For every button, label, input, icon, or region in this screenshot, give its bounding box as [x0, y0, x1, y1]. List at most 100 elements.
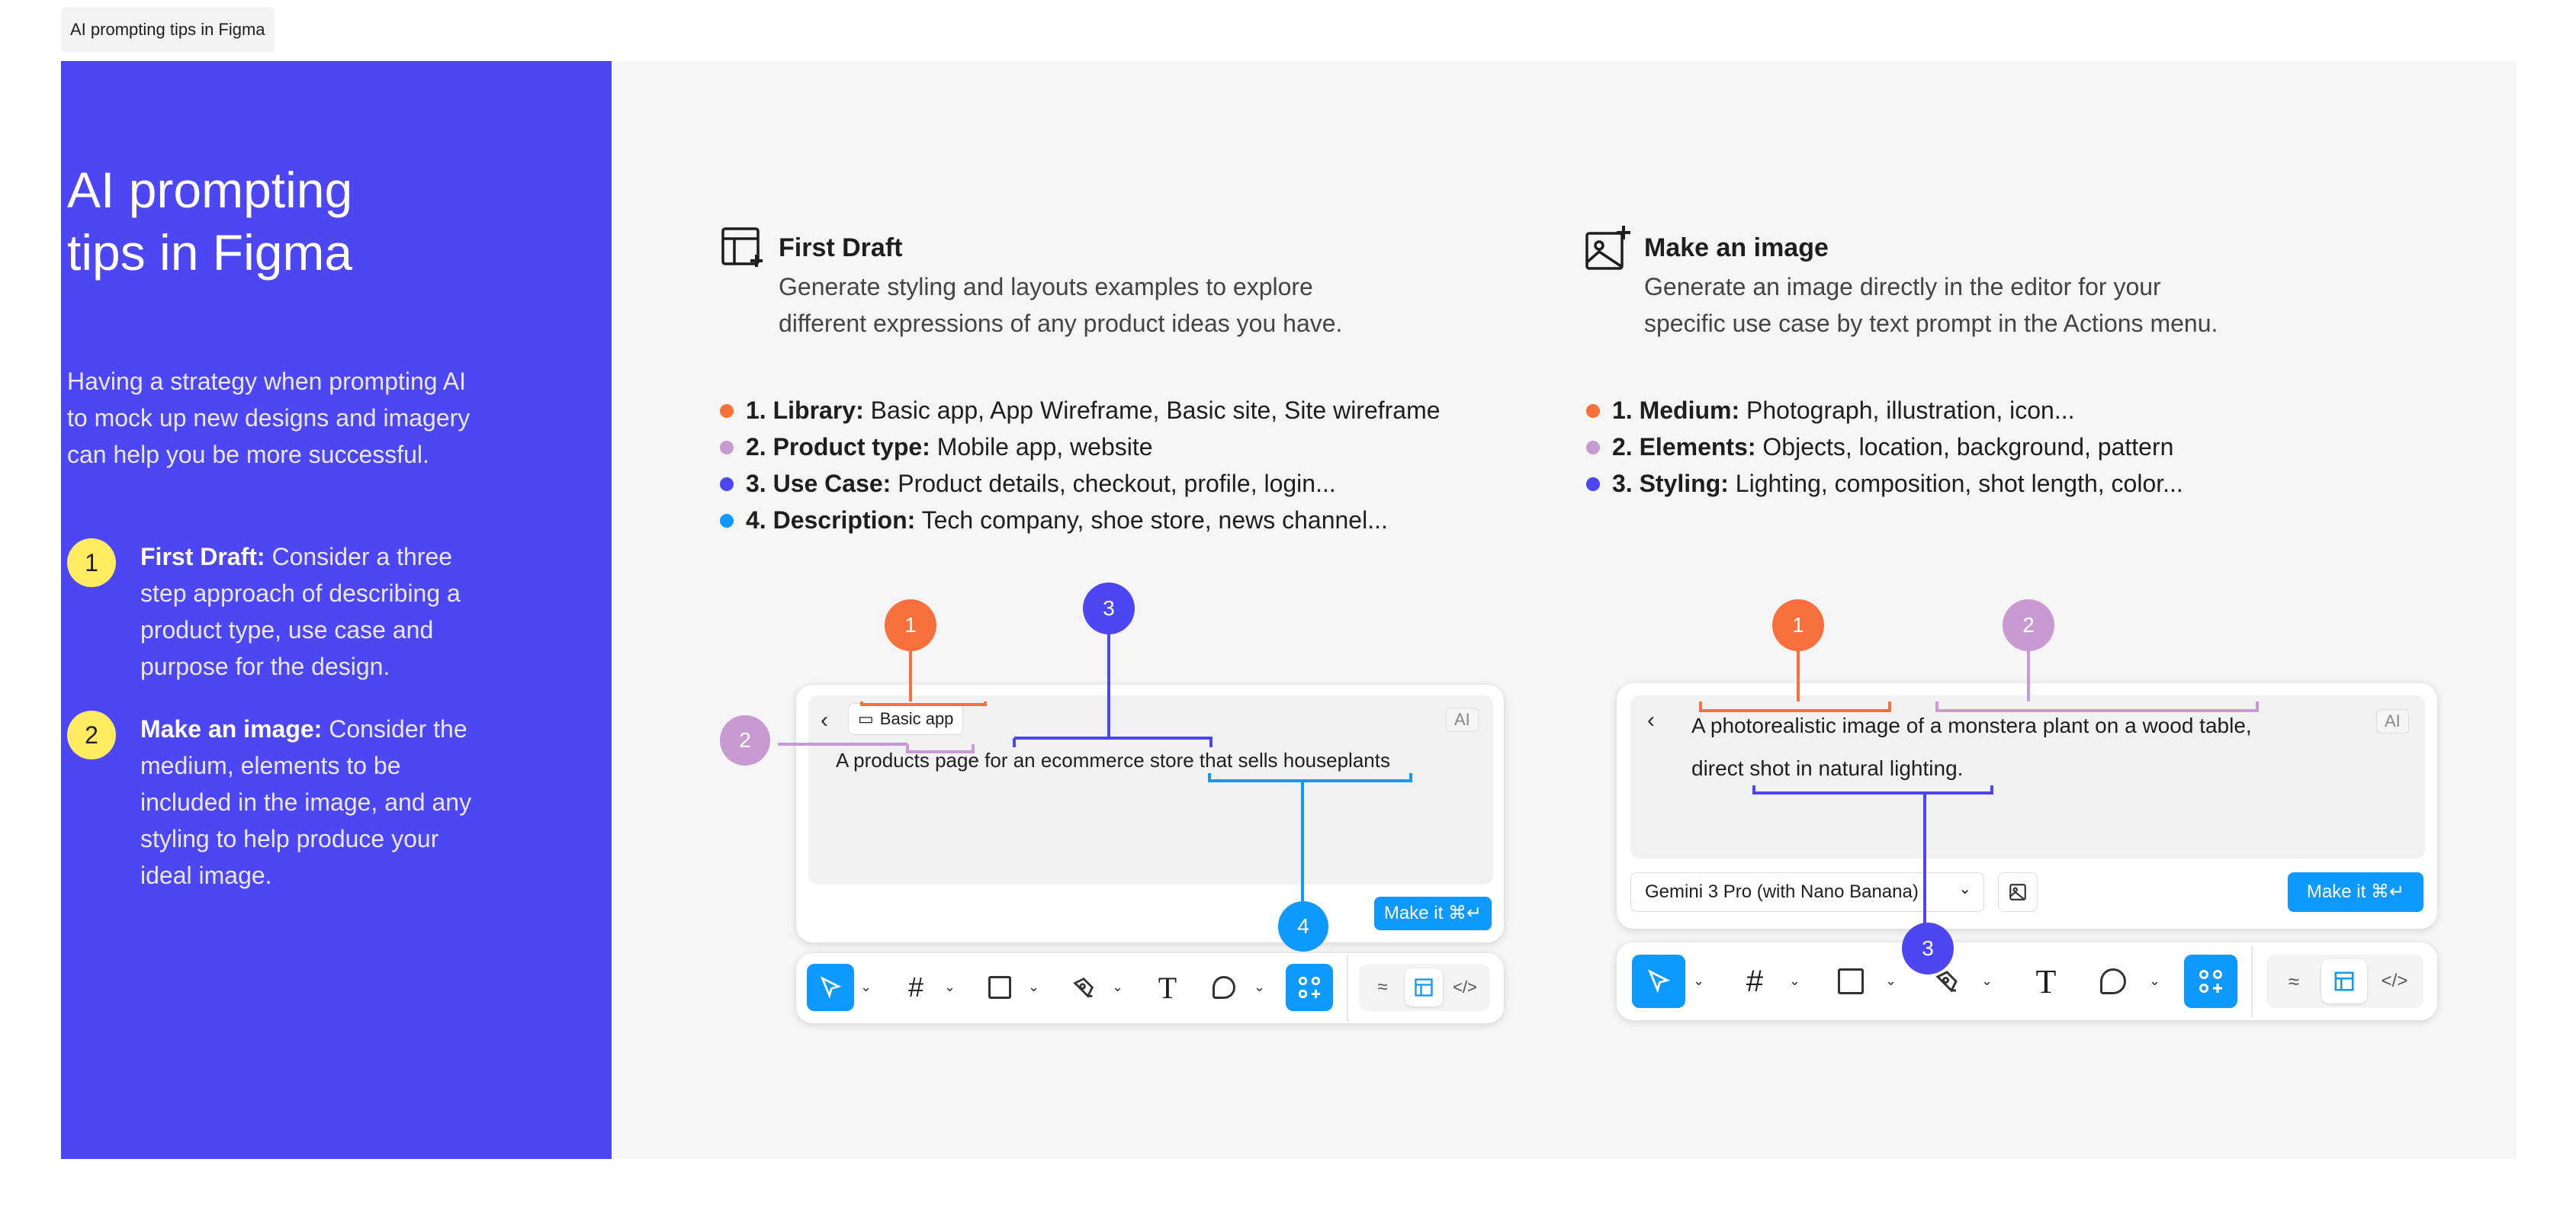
annotation-badge-2: 2 — [720, 715, 770, 766]
pen-icon — [1073, 977, 1094, 998]
step-make-image: 2 Make an image: Consider the medium, el… — [67, 711, 494, 889]
cursor-icon — [1647, 969, 1671, 994]
chevron-down-icon[interactable]: ⌄ — [1254, 979, 1266, 994]
annotation-badge-3: 3 — [1902, 923, 1954, 974]
prompt-area[interactable] — [1630, 695, 2425, 859]
pen-tool[interactable] — [1920, 955, 1974, 1008]
dev-mode[interactable]: </> — [2372, 959, 2417, 1003]
step-number: 1 — [67, 538, 116, 587]
move-tool[interactable] — [807, 964, 854, 1011]
make-it-button[interactable]: Make it ⌘↵ — [1374, 897, 1492, 930]
pen-tool[interactable] — [1060, 964, 1107, 1011]
actions-icon — [2199, 970, 2222, 993]
draw-mode[interactable]: ≈ — [2271, 959, 2317, 1003]
annotation-badge-4: 4 — [1278, 901, 1328, 952]
first-draft-list: 1. Library: Basic app, App Wireframe, Ba… — [720, 392, 1441, 538]
dev-mode[interactable]: </> — [1446, 968, 1484, 1006]
chevron-down-icon[interactable]: ⌄ — [1112, 979, 1124, 994]
comment-icon — [2100, 968, 2126, 994]
list-item: 3. Use Case: Product details, checkout, … — [720, 465, 1441, 502]
prompt-text[interactable]: A photorealistic image of a monstera pla… — [1691, 714, 2252, 780]
text-icon: T — [1158, 970, 1177, 1005]
chevron-down-icon[interactable]: ⌄ — [1028, 979, 1040, 994]
design-mode-icon — [2334, 971, 2354, 991]
title-line-1: AI prompting — [67, 162, 353, 218]
text-icon: T — [2035, 962, 2057, 1000]
step-text: First Draft: Consider a three step appro… — [140, 543, 461, 680]
code-icon: </> — [1453, 978, 1477, 997]
make-it-button[interactable]: Make it ⌘↵ — [2288, 872, 2423, 912]
make-image-list: 1. Medium: Photograph, illustration, ico… — [1586, 392, 2183, 502]
comment-tool[interactable] — [1200, 964, 1248, 1011]
section-desc-first-draft: Generate styling and layouts examples to… — [779, 273, 1343, 337]
design-mode[interactable] — [2321, 959, 2367, 1003]
section-desc-make-image: Generate an image directly in the editor… — [1644, 273, 2218, 337]
toolbar-divider — [2251, 946, 2253, 1017]
chevron-down-icon[interactable]: ⌄ — [1981, 973, 1993, 988]
comment-icon — [1213, 976, 1235, 999]
rectangle-icon — [1838, 968, 1864, 994]
chevron-down-icon[interactable]: ⌄ — [860, 979, 872, 994]
back-chevron-icon[interactable]: ‹ — [1647, 708, 1655, 733]
annotation-badge-3: 3 — [1083, 583, 1135, 634]
frame-tool[interactable]: # — [1728, 955, 1781, 1008]
scribble-icon: ≈ — [2288, 969, 2300, 993]
actions-tool[interactable] — [1286, 964, 1333, 1011]
chevron-down-icon[interactable]: ⌄ — [1885, 973, 1897, 988]
actions-icon — [1298, 976, 1321, 999]
step-text: Make an image: Consider the medium, elem… — [140, 715, 472, 889]
annotation-badge-1: 1 — [885, 599, 936, 651]
first-draft-annotations — [778, 625, 1412, 924]
image-sparkle-icon — [1584, 226, 1630, 271]
toolbar-divider — [1347, 955, 1348, 1022]
scribble-icon: ≈ — [1377, 977, 1388, 997]
shape-tool[interactable] — [1824, 955, 1877, 1008]
list-item: 1. Library: Basic app, App Wireframe, Ba… — [720, 392, 1441, 429]
hash-frame-icon: # — [1746, 964, 1764, 998]
design-mode[interactable] — [1405, 968, 1443, 1006]
chevron-down-icon[interactable]: ⌄ — [2149, 973, 2161, 988]
chevron-down-icon[interactable]: ⌄ — [1789, 973, 1801, 988]
frame-tool[interactable]: # — [892, 964, 940, 1011]
step-number: 2 — [67, 711, 116, 759]
image-reference-button[interactable] — [1998, 872, 2038, 912]
chevron-down-icon: ⌄ — [1958, 881, 1971, 897]
file-tab[interactable]: AI prompting tips in Figma — [61, 8, 275, 52]
shape-tool[interactable] — [976, 964, 1023, 1011]
make-image-annotations — [1699, 625, 2259, 938]
actions-tool[interactable] — [2184, 955, 2237, 1008]
rectangle-icon — [988, 976, 1011, 999]
image-icon — [2009, 884, 2026, 901]
chevron-down-icon[interactable]: ⌄ — [944, 979, 956, 994]
sidebar — [61, 61, 612, 1159]
list-item: 3. Styling: Lighting, composition, shot … — [1586, 465, 2183, 502]
annotation-badge-1: 1 — [1772, 599, 1824, 651]
list-item: 2. Product type: Mobile app, website — [720, 429, 1441, 465]
layout-sparkle-icon — [720, 226, 766, 271]
title-line-2: tips in Figma — [67, 224, 353, 281]
design-mode-icon — [1415, 978, 1433, 997]
step-first-draft: 1 First Draft: Consider a three step app… — [67, 538, 494, 691]
ai-badge: AI — [2376, 709, 2409, 734]
text-tool[interactable]: T — [2019, 955, 2073, 1008]
hash-frame-icon: # — [907, 971, 924, 1003]
draw-mode[interactable]: ≈ — [1363, 968, 1402, 1006]
ai-badge: AI — [1446, 708, 1479, 732]
section-title-make-image: Make an image — [1644, 233, 1829, 262]
back-chevron-icon[interactable]: ‹ — [821, 708, 828, 733]
list-item: 2. Elements: Objects, location, backgrou… — [1586, 429, 2183, 465]
book-icon: ▭ — [858, 709, 874, 728]
chevron-down-icon[interactable]: ⌄ — [1693, 973, 1705, 988]
list-item: 4. Description: Tech company, shoe store… — [720, 502, 1441, 538]
move-tool[interactable] — [1632, 955, 1685, 1008]
list-item: 1. Medium: Photograph, illustration, ico… — [1586, 392, 2183, 429]
intro-text: Having a strategy when prompting AI to m… — [67, 368, 471, 468]
section-title-first-draft: First Draft — [779, 233, 903, 262]
comment-tool[interactable] — [2086, 955, 2140, 1008]
annotation-badge-2: 2 — [2003, 599, 2054, 651]
cursor-icon — [820, 976, 842, 999]
text-tool[interactable]: T — [1144, 964, 1191, 1011]
pen-icon — [1935, 971, 1958, 993]
page-title: AI prompting tips in Figma — [67, 159, 494, 284]
code-icon: </> — [2381, 971, 2408, 991]
